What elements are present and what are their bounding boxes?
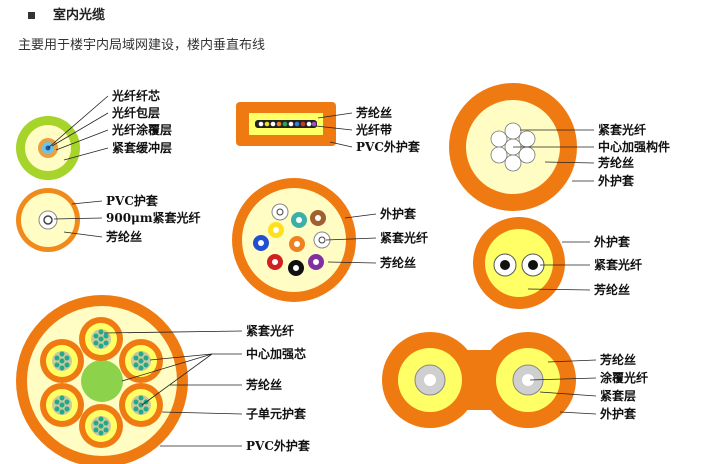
cable-8-diagram: 芳纶丝 涂覆光纤 紧套层 外护套 (382, 332, 648, 428)
cable-1-label-buffer: 紧套缓冲层 (112, 140, 172, 155)
cable-6-aramid (485, 229, 553, 297)
cable-4-label-fiber: 紧套光纤 (380, 230, 428, 245)
cable-5-fibers (490, 122, 536, 172)
cable-8-label-fiber: 涂覆光纤 (600, 370, 648, 385)
cable-4-label-jacket: 外护套 (380, 206, 417, 221)
cable-7-label-subunit: 子单元护套 (246, 406, 307, 421)
section-title-text: 室内光缆 (53, 8, 106, 23)
cable-5-label-aramid: 芳纶丝 (598, 155, 634, 170)
cable-1-label-coating: 光纤涂覆层 (111, 122, 172, 137)
section-subtitle: 主要用于楼宇内局域网建设，楼内垂直布线 (18, 38, 266, 53)
cable-6-diagram: 外护套 紧套光纤 芳纶丝 (473, 217, 642, 309)
cable-8-label-buffer: 紧套层 (600, 388, 636, 403)
cable-3-label-ribbon: 光纤带 (355, 122, 392, 137)
cable-7-subunits (40, 317, 163, 448)
cable-3-label-pvc: PVC外护套 (356, 139, 421, 154)
cable-7-label-aramid: 芳纶丝 (246, 377, 282, 392)
cable-6-label-jacket: 外护套 (594, 234, 631, 249)
cable-5-diagram: 紧套光纤 中心加强构件 芳纶丝 外护套 (449, 83, 670, 211)
cable-4-label-aramid: 芳纶丝 (380, 255, 416, 270)
cable-8-label-jacket: 外护套 (600, 406, 637, 421)
cable-8-coated-fiber (522, 374, 534, 386)
cable-7-strength-core (81, 360, 123, 402)
cable-2-fiber-core (43, 215, 53, 225)
cable-3-fibers (258, 121, 317, 127)
bullet-square-icon (28, 12, 35, 19)
cable-4-diagram: 外护套 紧套光纤 芳纶丝 (232, 178, 428, 302)
cable-7-label-pvc: PVC外护套 (246, 438, 311, 453)
cable-3-label-aramid: 芳纶丝 (356, 105, 392, 120)
cable-7-label-strength: 中心加强芯 (246, 346, 306, 361)
cable-3-diagram: 芳纶丝 光纤带 PVC外护套 (236, 102, 421, 154)
section-title: 室内光缆 (28, 4, 105, 23)
cable-4-fibers (253, 203, 331, 276)
cable-6-label-aramid: 芳纶丝 (594, 282, 630, 297)
cable-5-label-strength: 中心加强构件 (598, 139, 670, 154)
cable-1-label-cladding: 光纤包层 (111, 105, 160, 120)
cable-2-label-fiber: 900μm紧套光纤 (106, 210, 201, 225)
cable-5-label-fiber: 紧套光纤 (598, 122, 646, 137)
cable-1-diagram: 光纤纤芯 光纤包层 光纤涂覆层 紧套缓冲层 (16, 88, 172, 180)
cable-2-diagram: PVC护套 900μm紧套光纤 芳纶丝 (16, 188, 201, 252)
cable-8-label-aramid: 芳纶丝 (600, 352, 636, 367)
cable-2-label-aramid: 芳纶丝 (106, 229, 142, 244)
cable-2-label-pvc: PVC护套 (106, 193, 159, 208)
cable-5-label-jacket: 外护套 (598, 173, 635, 188)
cable-7-label-fiber: 紧套光纤 (246, 323, 294, 338)
cable-6-label-fiber: 紧套光纤 (594, 257, 642, 272)
cable-7-diagram: 紧套光纤 中心加强芯 芳纶丝 子单元护套 PVC外护套 (16, 295, 311, 464)
cable-1-label-core: 光纤纤芯 (111, 88, 160, 103)
